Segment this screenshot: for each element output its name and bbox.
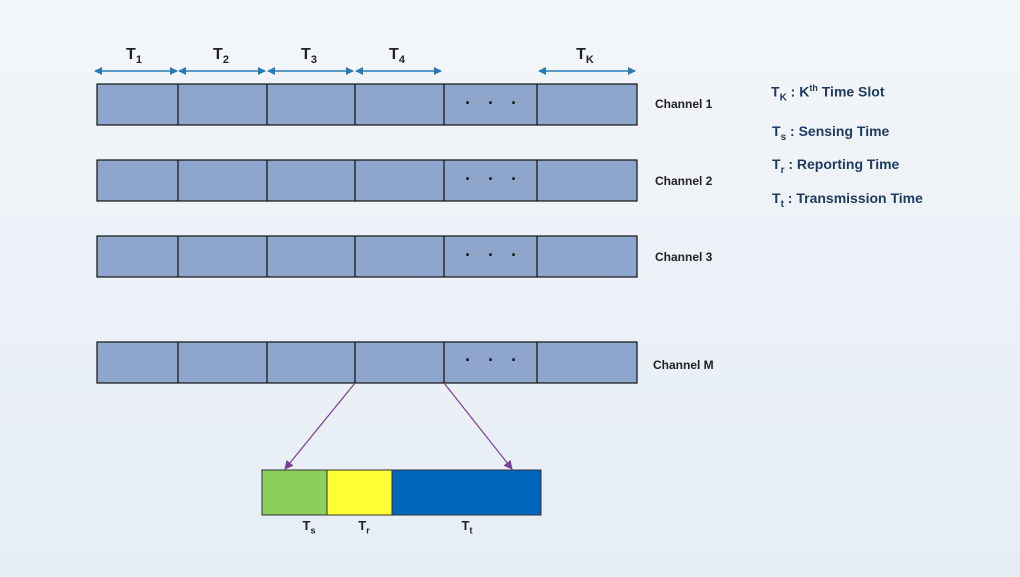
transmission-segment (391, 469, 542, 516)
zoom-arrow-right (443, 382, 513, 470)
channel-label-3: Channel 3 (655, 250, 713, 264)
channel-label-2: Channel 2 (655, 174, 713, 188)
ellipsis-channel-m: · · · (465, 350, 523, 370)
ellipsis-channel-3: · · · (465, 245, 523, 265)
sensing-segment (261, 469, 328, 516)
slot-label-3: T3 (301, 46, 317, 67)
channel-rows (96, 83, 638, 384)
legend-kth-time-slot: TK : Kth Time Slot (771, 83, 885, 104)
segment-label-transmission: Tt (461, 518, 473, 536)
channel-label-1: Channel 1 (655, 97, 713, 111)
slot-label-4: T4 (389, 46, 405, 67)
slot-label-2: T2 (213, 46, 229, 67)
channel-row-2 (96, 159, 638, 202)
zoom-arrows (284, 382, 513, 470)
legend-sensing-time: Ts : Sensing Time (772, 123, 890, 143)
ellipsis-channel-1: · · · (465, 93, 523, 113)
segment-label-sensing: Ts (302, 518, 316, 536)
channel-row-3 (96, 235, 638, 278)
slot-label-k: TK (576, 46, 594, 67)
zoom-arrow-left (284, 382, 356, 470)
slot-breakdown-bar (261, 469, 542, 516)
segment-label-reporting: Tr (358, 518, 370, 536)
slot-label-1: T1 (126, 46, 142, 67)
legend-reporting-time: Tr : Reporting Time (772, 156, 900, 176)
channel-row-1 (96, 83, 638, 126)
legend-transmission-time: Tt : Transmission Time (772, 190, 923, 210)
reporting-segment (326, 469, 393, 516)
channel-row-4 (96, 341, 638, 384)
ellipsis-channel-2: · · · (465, 169, 523, 189)
channel-label-m: Channel M (653, 358, 714, 372)
